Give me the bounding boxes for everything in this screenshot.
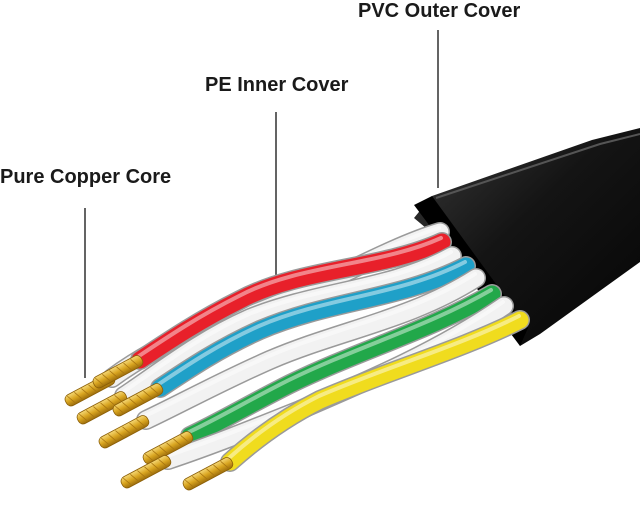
wire-white-3 — [137, 269, 485, 429]
wire-white-3-highlight — [143, 272, 477, 418]
copper-core-tip — [120, 455, 172, 489]
twisted-wires — [102, 222, 530, 472]
wire-yellow-highlight — [227, 314, 521, 460]
label-pure-copper-core: Pure Copper Core — [0, 166, 172, 188]
jacket-highlight — [435, 133, 640, 199]
copper-core-tip — [112, 383, 164, 417]
copper-core-tip — [76, 391, 128, 425]
label-pe-inner-cover: PE Inner Cover — [205, 74, 349, 96]
copper-cores — [64, 355, 234, 491]
wire-red — [131, 233, 451, 369]
wire-blue-highlight — [157, 260, 467, 386]
jacket-body — [414, 128, 640, 346]
wire-red-highlight — [137, 236, 443, 358]
wire-blue — [151, 257, 475, 397]
leader-lines — [84, 30, 439, 378]
wire-green — [181, 285, 501, 445]
wire-white-2 — [115, 247, 461, 405]
copper-core-tip — [182, 457, 234, 491]
label-pvc-outer-cover: PVC Outer Cover — [358, 0, 521, 22]
wire-white-2-highlight — [121, 250, 453, 394]
wire-green-highlight — [187, 288, 493, 434]
copper-core-tip — [98, 415, 150, 449]
wire-yellow — [221, 311, 529, 471]
copper-core-tip — [92, 355, 144, 389]
copper-core-tip — [142, 431, 194, 465]
